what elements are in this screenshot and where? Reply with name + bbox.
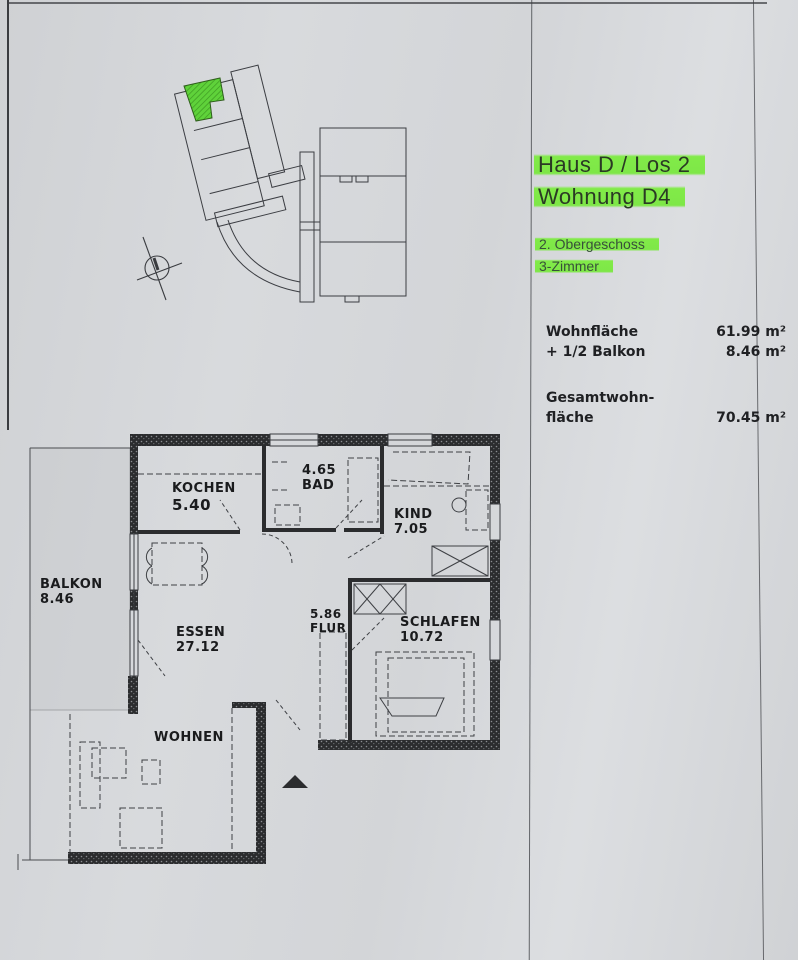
room-label-essen: ESSEN 27.12 — [176, 625, 226, 655]
compass-icon — [136, 236, 183, 301]
area-summary: Wohnfläche 61.99 m² + 1/2 Balkon 8.46 m²… — [546, 324, 786, 430]
room-label-balkon: BALKON 8.46 — [40, 577, 103, 607]
room-label-flur: 5.86 FLUR — [310, 607, 347, 635]
area-total-label-1: Gesamtwohn- — [546, 390, 655, 406]
room-label-schlafen: SCHLAFEN 10.72 — [400, 615, 481, 645]
floor-plan — [17, 433, 501, 870]
entrance-triangle-icon — [282, 775, 308, 788]
area-row-wohnflaeche: Wohnfläche 61.99 m² — [546, 324, 786, 340]
balcony-outline — [17, 447, 131, 870]
site-plan-icon — [173, 64, 407, 303]
room-label-bad: 4.65 BAD — [302, 463, 337, 493]
unit-label: Wohnung D4 — [534, 184, 686, 210]
floor-label: 2. Obergeschoss — [535, 236, 659, 252]
frame-left-border — [7, 0, 9, 430]
area-row-balkon: + 1/2 Balkon 8.46 m² — [546, 344, 786, 360]
room-label-kochen: KOCHEN 5.40 — [172, 481, 236, 514]
house-label: Haus D / Los 2 — [534, 152, 705, 178]
room-label-kind: KIND 7.05 — [394, 507, 433, 537]
frame-top-border — [7, 2, 767, 4]
rooms-count-label: 3-Zimmer — [535, 258, 613, 274]
unit-highlight — [183, 77, 225, 122]
area-row-total: fläche 70.45 m² — [546, 410, 786, 426]
room-label-wohnen: WOHNEN — [154, 730, 224, 745]
